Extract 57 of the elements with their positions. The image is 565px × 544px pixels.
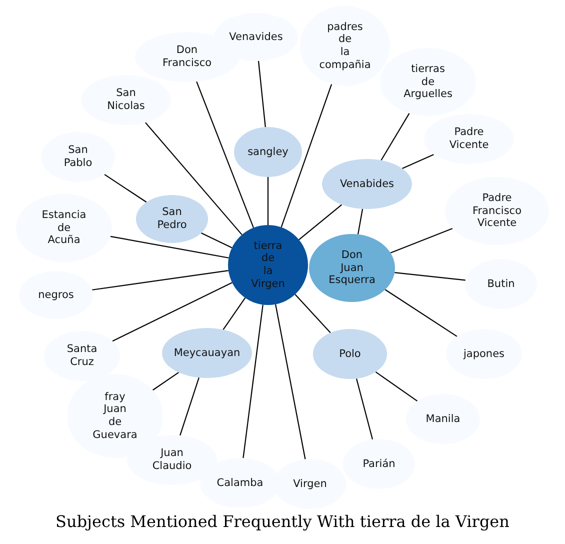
- topic-label: San Pablo: [64, 144, 92, 170]
- topic-label: Manila: [426, 412, 460, 426]
- connector-line: [92, 270, 228, 290]
- topic-label: San Nicolas: [107, 87, 145, 113]
- topic-label: Don Francisco: [162, 44, 212, 70]
- topic-label: fray Juan de Guevara: [92, 390, 138, 442]
- topic-ellipse: [343, 439, 415, 489]
- chart-title: Subjects Mentioned Frequently With tierra de la Virgen: [54, 512, 510, 531]
- topic-ellipse: [162, 328, 252, 378]
- connector-line: [152, 372, 179, 391]
- connector-line: [384, 289, 458, 337]
- topic-label: Meycauayan: [174, 346, 240, 360]
- topic-label: Padre Francisco Vicente: [472, 192, 522, 230]
- connector-line: [112, 282, 232, 342]
- connector-line: [275, 304, 306, 460]
- topic-label: Venabides: [340, 178, 394, 190]
- topic-label: Don Juan Esquerra: [328, 249, 376, 287]
- topic-label: Venavides: [229, 30, 283, 44]
- topic-label: Calamba: [216, 476, 264, 490]
- connector-line: [375, 372, 418, 402]
- connector-line: [394, 272, 466, 281]
- topic-label: San Pedro: [157, 206, 187, 232]
- topic-label: Juan Claudio: [152, 447, 192, 473]
- topic-label: Polo: [339, 348, 361, 360]
- connector-line: [356, 378, 374, 440]
- connector-line: [180, 377, 200, 436]
- connector-line: [267, 177, 269, 225]
- connector-line: [357, 208, 364, 234]
- topic-label: Parián: [362, 458, 396, 470]
- topic-label: japones: [463, 348, 505, 360]
- topic-label: padres de la compañia: [319, 20, 371, 72]
- topic-label: Santa Cruz: [66, 343, 98, 369]
- topic-ellipse: [136, 195, 208, 243]
- topic-label: negros: [38, 288, 74, 302]
- connector-line: [104, 174, 147, 203]
- connector-line: [201, 232, 232, 248]
- topic-label: Virgen: [293, 478, 327, 490]
- topic-label: Butin: [487, 278, 515, 290]
- connector-line: [222, 298, 246, 330]
- topic-label: tierras de Arguelles: [404, 63, 452, 101]
- connector-line: [298, 204, 342, 240]
- topic-label: Estancia de Acuña: [42, 209, 86, 247]
- connector-line: [196, 81, 254, 228]
- topic-ellipse: [234, 127, 302, 177]
- connector-line: [242, 304, 264, 458]
- topic-label: tierra de la Virgen: [251, 240, 285, 290]
- connector-line: [294, 294, 331, 334]
- connector-line: [402, 154, 434, 169]
- connector-line: [390, 228, 453, 254]
- connector-line: [258, 60, 266, 128]
- connector-line: [145, 122, 242, 236]
- connector-line: [280, 84, 332, 228]
- topic-label: Padre Vicente: [449, 126, 489, 152]
- topic-ellipse: [228, 225, 308, 305]
- connector-line: [110, 236, 229, 258]
- connector-line: [380, 113, 410, 161]
- topic-label: sangley: [248, 146, 288, 158]
